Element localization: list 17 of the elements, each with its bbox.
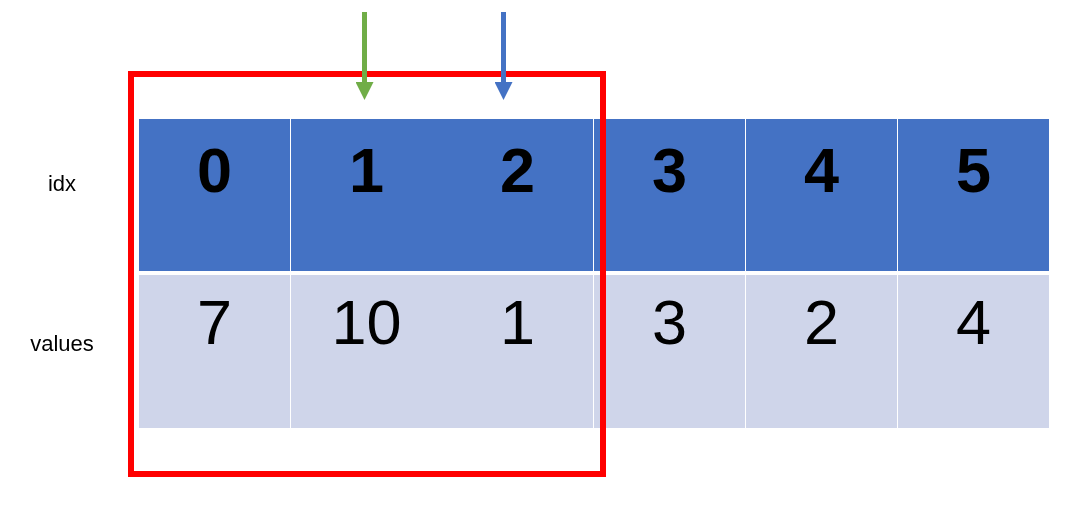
value-cell: 3 (594, 275, 745, 428)
value-cell: 10 (291, 275, 442, 428)
index-cell: 1 (291, 119, 442, 271)
highlight-frame (128, 71, 606, 477)
index-cell: 4 (746, 119, 897, 271)
row-label: values (29, 331, 95, 358)
value-cell: 4 (898, 275, 1049, 428)
index-cell: 0 (139, 119, 290, 271)
index-cell: 2 (442, 119, 593, 271)
index-cell: 3 (594, 119, 745, 271)
index-cell: 5 (898, 119, 1049, 271)
row-label: idx (46, 171, 78, 198)
value-cell: 1 (442, 275, 593, 428)
value-cell: 7 (139, 275, 290, 428)
value-cell: 2 (746, 275, 897, 428)
pointer-arrow (355, 12, 374, 100)
pointer-arrow (494, 12, 513, 100)
